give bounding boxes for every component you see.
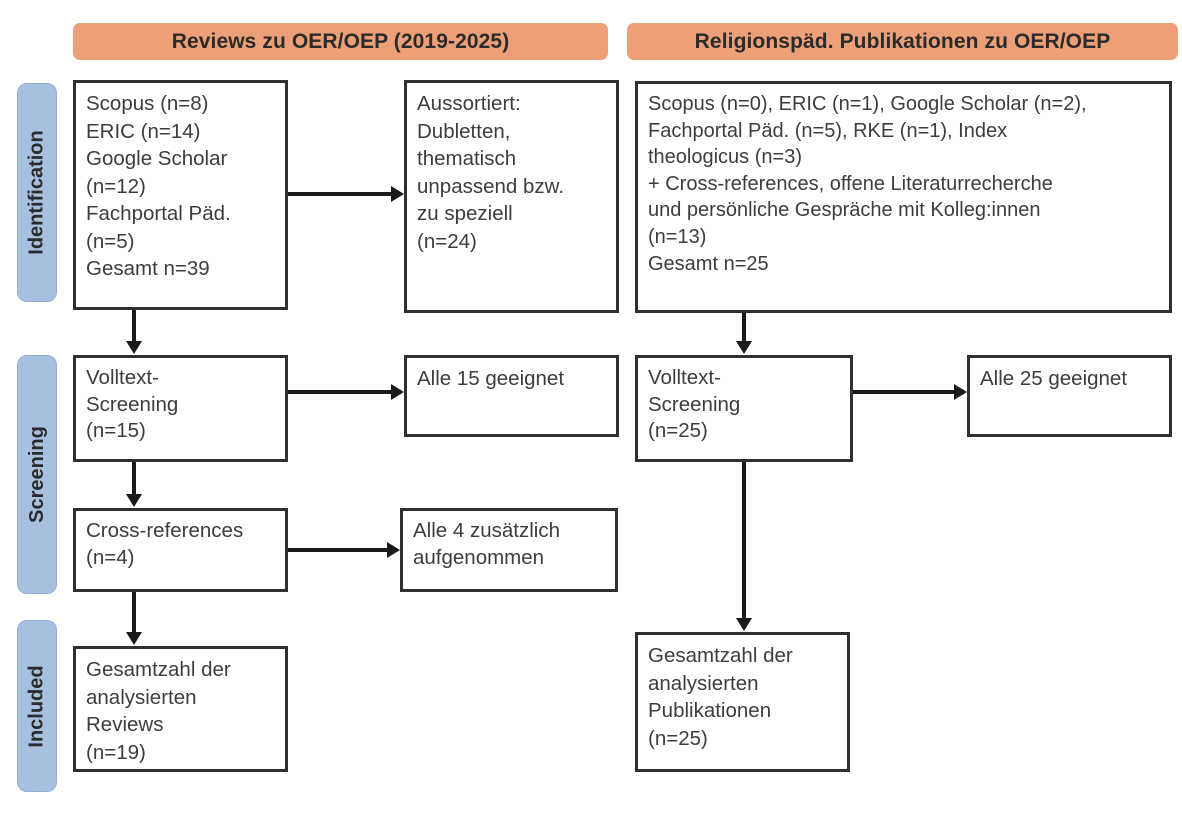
right-fulltext-box: Volltext- Screening (n=25)	[635, 355, 853, 462]
arrowhead-left-fulltext-to-result	[391, 384, 404, 400]
stage-label-identification: Identification	[25, 130, 48, 255]
arrowhead-right-fulltext-to-included	[736, 618, 752, 631]
stage-label-screening: Screening	[25, 426, 48, 523]
arrow-right-sources-to-fulltext	[742, 313, 746, 341]
column-header-right: Religionspäd. Publikationen zu OER/OEP	[627, 23, 1178, 60]
right-included-box: Gesamtzahl der analysierten Publikatione…	[635, 632, 850, 772]
arrow-left-fulltext-to-result	[288, 390, 391, 394]
arrow-left-fulltext-to-crossrefs	[132, 462, 136, 494]
right-fulltext-result-box: Alle 25 geeignet	[967, 355, 1172, 437]
left-included-box: Gesamtzahl der analysierten Reviews (n=1…	[73, 646, 288, 772]
arrowhead-left-sources-to-fulltext	[126, 341, 142, 354]
arrowhead-left-sources-to-excluded	[391, 186, 404, 202]
arrowhead-left-fulltext-to-crossrefs	[126, 494, 142, 507]
left-crossrefs-result-box: Alle 4 zusätzlich aufgenommen	[400, 508, 618, 592]
left-excluded-box: Aussortiert: Dubletten, thematisch unpas…	[404, 80, 619, 313]
stage-pill-screening: Screening	[17, 355, 57, 594]
right-sources-box: Scopus (n=0), ERIC (n=1), Google Scholar…	[635, 81, 1172, 313]
arrow-left-crossrefs-to-included	[132, 592, 136, 632]
arrowhead-left-crossrefs-to-included	[126, 632, 142, 645]
arrow-left-sources-to-excluded	[288, 192, 391, 196]
arrow-left-crossrefs-to-result	[288, 548, 387, 552]
stage-label-included: Included	[25, 664, 48, 748]
arrowhead-left-crossrefs-to-result	[387, 542, 400, 558]
arrow-right-fulltext-to-result	[853, 390, 954, 394]
left-sources-box: Scopus (n=8) ERIC (n=14) Google Scholar …	[73, 80, 288, 310]
arrow-left-sources-to-fulltext	[132, 310, 136, 341]
left-fulltext-result-box: Alle 15 geeignet	[404, 355, 619, 437]
stage-pill-identification: Identification	[17, 83, 57, 302]
left-fulltext-box: Volltext- Screening (n=15)	[73, 355, 288, 462]
arrow-right-fulltext-to-included	[742, 462, 746, 618]
stage-pill-included: Included	[17, 620, 57, 792]
left-crossrefs-box: Cross-references (n=4)	[73, 508, 288, 592]
arrowhead-right-fulltext-to-result	[954, 384, 967, 400]
column-header-left: Reviews zu OER/OEP (2019-2025)	[73, 23, 608, 60]
arrowhead-right-sources-to-fulltext	[736, 341, 752, 354]
